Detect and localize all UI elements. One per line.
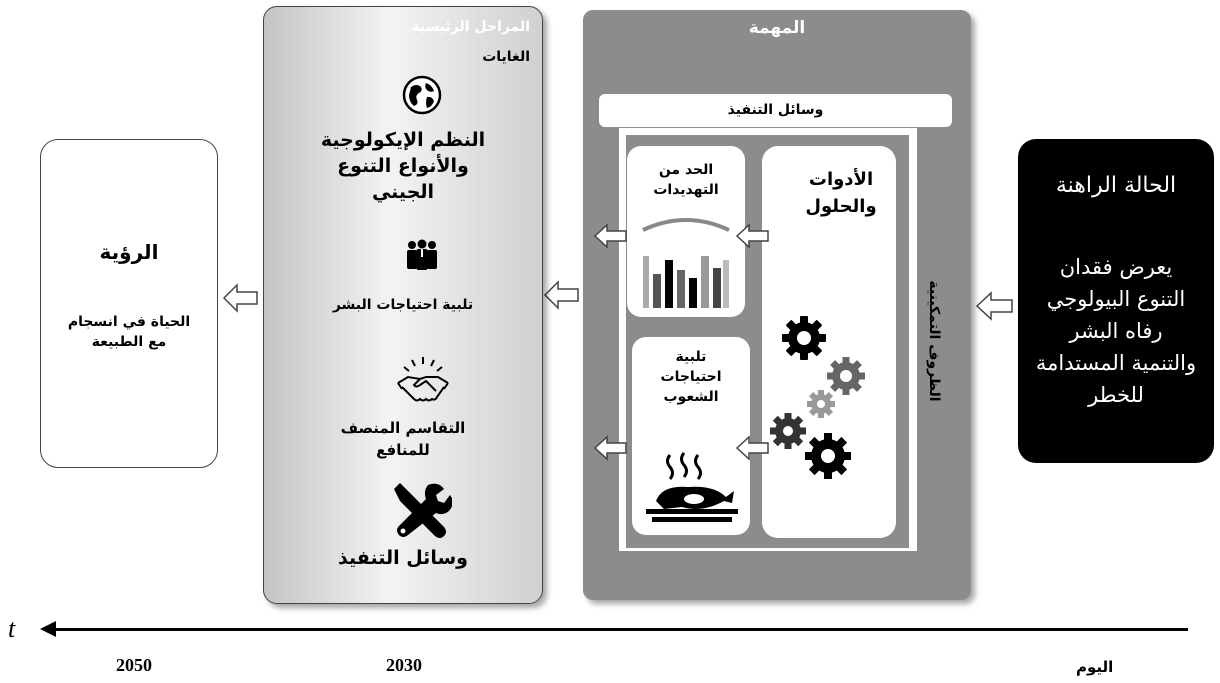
arrow-left-icon (735, 223, 769, 249)
current-state-line: رفاه البشر (1069, 319, 1163, 343)
meet-needs-label: تلبية احتياجات الشعوب (632, 347, 750, 407)
current-state-line: يعرض فقدان (1059, 255, 1173, 279)
vision-title: الرؤية (99, 240, 159, 264)
current-state-line: التنوع البيولوجي (1046, 287, 1186, 311)
tools-solutions-label: الأدوات والحلول (786, 166, 896, 220)
bar-chart-icon (642, 218, 730, 308)
goals-label: الغايات (482, 49, 530, 65)
enabling-conditions-bar: الظروف التمكينية (915, 130, 952, 551)
year-2050-label: 2050 (116, 655, 152, 675)
fair-sharing-line: التقاسم المنصف (340, 419, 466, 437)
year-2030-label: 2030 (386, 655, 422, 675)
globe-icon (402, 75, 442, 115)
meal-icon (646, 452, 738, 522)
timeline-arrowhead (40, 621, 56, 637)
vision-line: الحياة في انسجام (67, 314, 191, 330)
means-goal: وسائل التنفيذ (338, 547, 468, 569)
time-axis-label: t (8, 614, 16, 643)
enabling-conditions-label: الظروف التمكينية (925, 279, 942, 402)
milestones-panel: المراحل الرئيسية الغايات النظم الإيكولوج… (263, 6, 543, 604)
milestones-title: المراحل الرئيسية (411, 19, 530, 35)
arrow-left-icon (735, 435, 769, 461)
reduce-threats-line: الحد من (658, 162, 714, 178)
handshake-icon (397, 357, 449, 402)
reduce-threats-line: التهديدات (653, 182, 719, 198)
tools-solutions-box: الأدوات والحلول (762, 146, 896, 538)
means-of-implementation-bar: وسائل التنفيذ (599, 94, 952, 127)
today-label: اليوم (1076, 658, 1114, 676)
meet-needs-line: احتياجات (660, 369, 722, 385)
people-icon (407, 239, 437, 270)
current-state-title: الحالة الراهنة (1055, 173, 1177, 198)
ecosystems-line: الجيني (371, 181, 435, 203)
gears-icon (770, 316, 865, 479)
ecosystems-goal: النظم الإيكولوجية والأنواع التنوع الجيني (264, 127, 542, 205)
human-needs-goal: تلبية احتياجات البشر (332, 297, 474, 313)
meet-needs-box: تلبية احتياجات الشعوب (632, 337, 750, 535)
meet-needs-line: الشعوب (663, 389, 719, 405)
arrow-left-icon (222, 283, 258, 313)
ecosystems-line: النظم الإيكولوجية (320, 129, 486, 151)
tools-label-line: والحلول (805, 196, 877, 217)
current-state-box: الحالة الراهنة يعرض فقدان التنوع البيولو… (1018, 139, 1214, 463)
vision-box: الرؤية الحياة في انسجام مع الطبيعة (40, 139, 218, 468)
reduce-threats-label: الحد من التهديدات (627, 160, 745, 200)
timeline-axis (54, 628, 1188, 631)
vision-text: الحياة في انسجام مع الطبيعة (41, 312, 217, 352)
arrow-left-icon (543, 280, 579, 310)
tools-label-line: الأدوات (808, 169, 874, 190)
arrow-left-icon (593, 435, 627, 461)
mission-panel: المهمة وسائل التنفيذ الظروف التمكينية ال… (583, 10, 971, 600)
fair-sharing-line: للمنافع (376, 441, 430, 459)
tools-icon (394, 483, 452, 538)
meet-needs-line: تلبية (675, 349, 707, 365)
arrow-left-icon (593, 223, 627, 249)
current-state-line: للخطر (1088, 383, 1144, 407)
current-state-line: والتنمية المستدامة (1035, 351, 1197, 375)
reduce-threats-box: الحد من التهديدات (627, 146, 745, 317)
current-state-text: يعرض فقدان التنوع البيولوجي رفاه البشر و… (1018, 251, 1214, 411)
ecosystems-line: والأنواع التنوع (337, 155, 469, 177)
fair-sharing-goal: التقاسم المنصف للمنافع (264, 417, 542, 461)
mission-title: المهمة (748, 18, 806, 38)
arrow-left-icon (975, 291, 1013, 321)
vision-line: مع الطبيعة (91, 334, 167, 350)
